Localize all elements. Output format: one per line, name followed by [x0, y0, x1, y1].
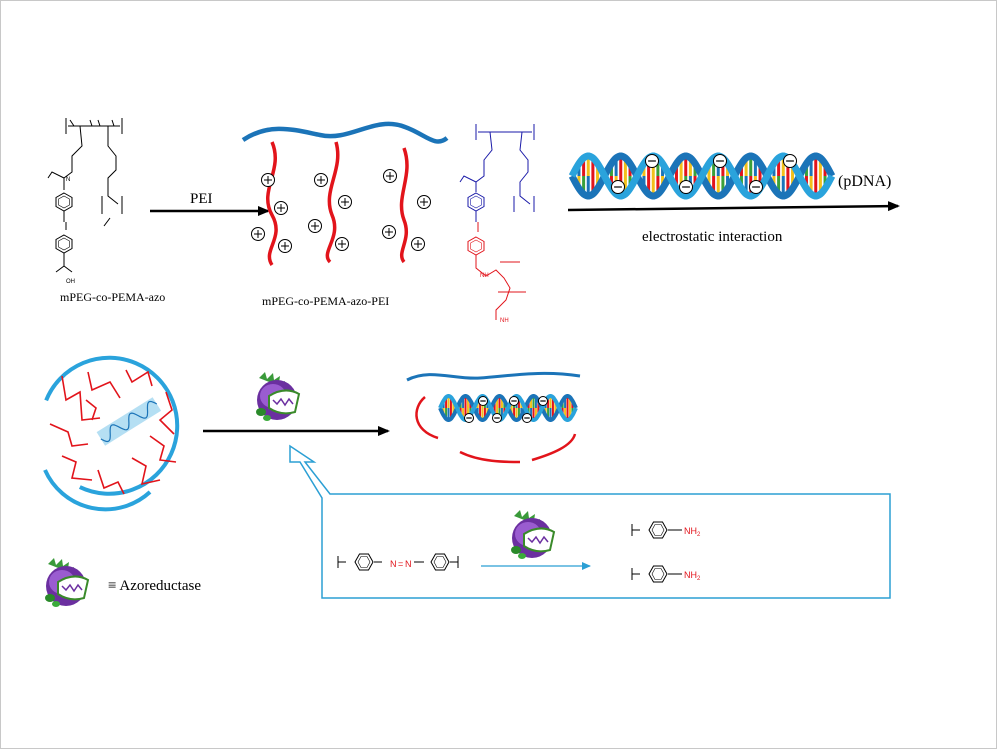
peg-backbone — [241, 121, 449, 144]
negative-charge — [749, 180, 763, 194]
dna-helix-top — [568, 152, 836, 200]
azo-double-bond: = — [398, 559, 403, 569]
negative-charge — [783, 154, 797, 168]
polymer2-structure — [459, 124, 535, 320]
negative-charge — [679, 180, 693, 194]
aniline-products: NH2 NH2 — [631, 521, 701, 583]
pdna-label: (pDNA) — [838, 173, 891, 190]
negative-charge — [611, 180, 625, 194]
pei-chain-1 — [266, 141, 278, 266]
dna-strand — [438, 394, 578, 422]
positive-charge — [338, 195, 352, 209]
reaction-arrow-2 — [567, 201, 900, 212]
interaction-label: electrostatic interaction — [642, 229, 783, 245]
negative-charge — [492, 413, 502, 423]
polyplex-particle — [43, 355, 180, 512]
azo-n2: N — [405, 559, 412, 569]
negative-charge — [538, 396, 548, 406]
dna-helix-released — [438, 394, 578, 423]
positive-charge — [274, 201, 288, 215]
positive-charge — [251, 227, 265, 241]
polymer1-structure — [47, 118, 123, 273]
negative-charge — [713, 154, 727, 168]
mechanism-callout-arrow — [289, 444, 891, 599]
pei-chain-2 — [325, 141, 340, 264]
atom-n-1: N — [66, 177, 70, 183]
negative-charge — [522, 413, 532, 423]
positive-charge — [383, 169, 397, 183]
positive-charge — [314, 173, 328, 187]
negative-charge — [645, 154, 659, 168]
positive-charge — [382, 225, 396, 239]
positive-charges — [251, 169, 431, 253]
polymer1-label: mPEG-co-PEMA-azo — [60, 290, 165, 304]
negative-charge — [509, 396, 519, 406]
positive-charge — [261, 173, 275, 187]
atom-nh-2: NH — [500, 318, 509, 324]
atom-nh-1: NH — [480, 273, 489, 279]
polymer2-label: mPEG-co-PEMA-azo-PEI — [262, 294, 389, 308]
positive-charge — [278, 239, 292, 253]
atom-oh: OH — [66, 279, 75, 285]
chem-atom-labels: OH N NH NH — [66, 177, 509, 324]
comb-polymer — [241, 121, 449, 266]
negative-charge — [464, 413, 474, 423]
azo-n1: N — [390, 559, 397, 569]
legend-label: ≡ Azoreductase — [108, 578, 201, 594]
amine-bottom: NH2 — [684, 570, 701, 582]
pei-chain-3 — [399, 147, 409, 264]
azo-cleavage-reaction: N = N — [337, 553, 459, 571]
negative-charge — [478, 396, 488, 406]
positive-charge — [335, 237, 349, 251]
released-complex — [406, 371, 581, 464]
positive-charge — [411, 237, 425, 251]
reagent-label: PEI — [190, 191, 213, 207]
amine-top: NH2 — [684, 526, 701, 538]
positive-charge — [308, 219, 322, 233]
positive-charge — [417, 195, 431, 209]
